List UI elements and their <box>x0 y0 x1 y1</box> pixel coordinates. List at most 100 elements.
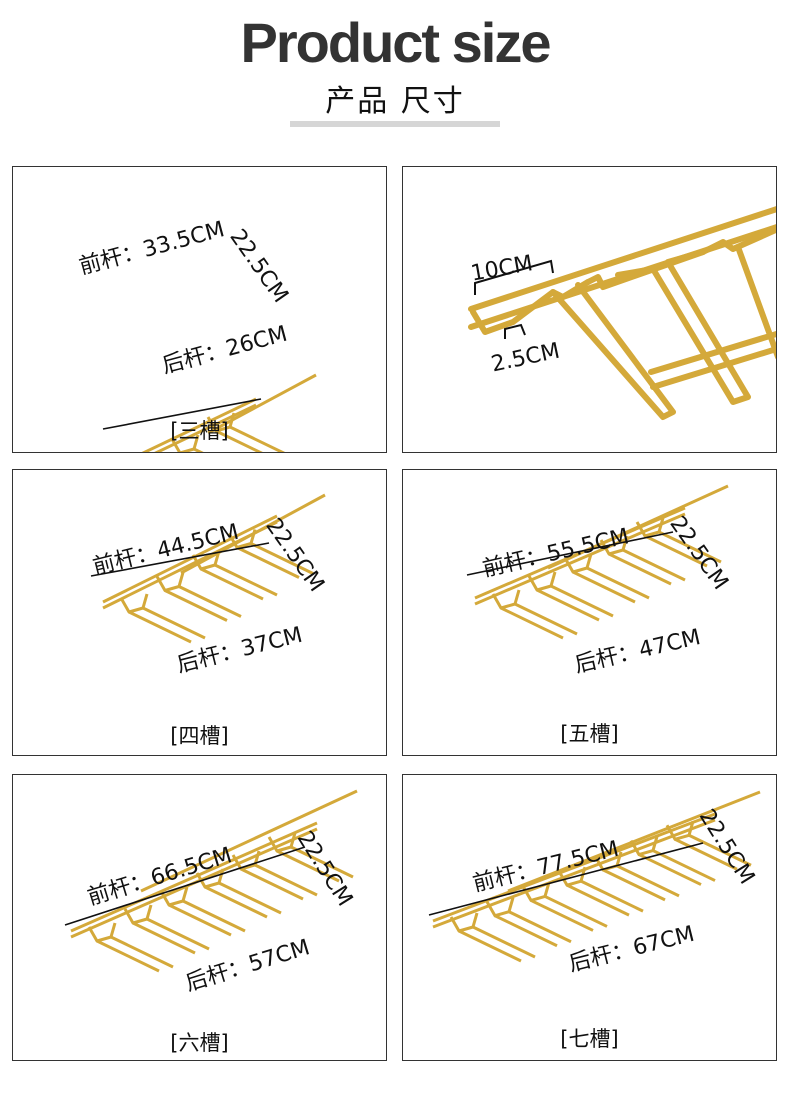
rack-slot-hook <box>159 886 189 907</box>
panel-caption: [六槽] <box>170 1031 229 1055</box>
rack-slot-hook <box>521 882 551 902</box>
rack-slot-arm <box>168 903 232 937</box>
rack-slot-arm <box>622 548 686 582</box>
rack-slot-hook <box>227 529 257 549</box>
rack-slot-arm <box>572 570 636 604</box>
rack-slot-arm <box>240 867 304 901</box>
rack-slot-arm <box>544 895 608 928</box>
rack-slot-hook <box>123 904 153 925</box>
rack-slot-hook <box>231 850 261 871</box>
rack-slot-arm <box>193 447 204 452</box>
rack-three-slot-illustration <box>102 373 317 452</box>
rack-slot-hook <box>665 820 695 841</box>
rack-slot-hook <box>119 593 149 614</box>
rack-slot-hook <box>563 553 593 574</box>
rack-wireframe <box>102 493 326 644</box>
panel-seven-slot: 前杆：77.5CM 22.5CM 后杆：67CM [七槽] <box>402 774 777 1061</box>
rack-slot-arm <box>290 845 354 879</box>
rack-seven-slot-illustration <box>428 790 761 963</box>
rack-slot-arm <box>132 921 196 955</box>
rack-slot-hook <box>155 572 185 592</box>
rack-front-rail <box>70 821 318 933</box>
rack-slot-arm <box>658 530 722 564</box>
rack-slot-arm <box>110 935 174 969</box>
rack-back-rail <box>140 789 358 893</box>
rack-slot-hook <box>87 922 117 943</box>
rack-slot-arm <box>96 939 160 973</box>
rack-front-rail <box>102 514 278 604</box>
rack-front-rail <box>474 512 686 606</box>
rack-slot-arm <box>536 588 600 622</box>
rack-back-rail <box>547 484 729 570</box>
rack-slot-arm <box>688 833 752 867</box>
panel-caption: [五槽] <box>560 722 619 746</box>
rack-back-rail <box>207 373 317 435</box>
dimension-line <box>102 398 262 430</box>
rack-slot-arm <box>550 584 614 618</box>
rack-slot-arm <box>580 879 644 913</box>
rack-slot-arm <box>236 546 300 579</box>
rack-slot-arm <box>616 864 680 898</box>
page-subtitle: 产品 尺寸 <box>325 84 465 119</box>
rack-slot-arm <box>164 589 228 622</box>
rack-slot-arm <box>229 425 286 452</box>
rack-back-rail <box>507 790 761 893</box>
rack-slot-arm <box>215 429 263 452</box>
rack-slot-arm <box>218 881 282 915</box>
rack-front-rail <box>141 397 257 452</box>
rack-wireframe <box>432 790 761 963</box>
panel-caption: [七槽] <box>560 1027 619 1051</box>
page-title: Product size <box>240 11 552 74</box>
rack-slot-arm <box>652 849 716 882</box>
rack-slot-arm <box>214 563 278 597</box>
rack-slot-hook <box>527 571 557 592</box>
rack-wireframe <box>474 484 729 640</box>
rack-slot-arm <box>254 863 318 897</box>
rack-slot-arm <box>128 610 192 644</box>
rack-slot-arm <box>458 929 522 963</box>
rack-slot-arm <box>674 837 738 871</box>
rack-slot-arm <box>472 925 536 959</box>
rack-slot-arm <box>182 899 246 933</box>
rack-slot-arm <box>508 910 572 944</box>
rack-slot-arm <box>530 899 594 932</box>
rack-five-slot-illustration <box>466 484 729 640</box>
dimension-line <box>90 542 270 577</box>
rack-front-rail <box>432 818 716 929</box>
rack-slot-arm <box>608 552 672 586</box>
panel-four-slot: 前杆：44.5CM 22.5CM 后杆：37CM [四槽] <box>12 469 387 756</box>
rack-slot-hook <box>170 434 200 452</box>
dimension-line <box>466 531 674 576</box>
rack-slot-arm <box>638 853 702 886</box>
rack-back-rail <box>180 493 326 575</box>
rack-slot-hook <box>629 836 659 857</box>
rack-slot-arm <box>602 868 666 902</box>
rack-slot-arm <box>204 885 268 919</box>
rack-front-rail <box>432 812 716 923</box>
panel-detail-closeup: 10CM 2.5CM <box>402 166 777 453</box>
rack-slot-hook <box>491 589 521 610</box>
rack-slot-arm <box>146 917 210 951</box>
panel-caption: [三槽] <box>170 419 229 443</box>
panel-six-slot: 前杆：66.5CM 22.5CM 后杆：57CM [六槽] <box>12 774 387 1061</box>
rack-slot-arm <box>200 567 264 601</box>
rack-slot-arm <box>644 534 708 568</box>
rack-slot-arm <box>586 566 650 600</box>
rack-four-slot-illustration <box>90 493 326 644</box>
rack-slot-arm <box>500 606 564 640</box>
panel-five-slot: 前杆：55.5CM 22.5CM 后杆：47CM [五槽] <box>402 469 777 756</box>
panel-three-slot: 前杆：33.5CM 22.5CM 后杆：26CM [三槽] <box>12 166 387 453</box>
rack-slot-hook <box>449 912 479 933</box>
rack-closeup-illustration <box>468 206 776 420</box>
rack-slot-hook <box>635 517 665 538</box>
rack-slot-hook <box>267 832 297 853</box>
rack-six-slot-illustration <box>64 789 358 973</box>
rack-slot-arm <box>514 602 578 636</box>
rack-slot-hook <box>191 550 221 571</box>
rack-wireframe <box>141 373 317 452</box>
rack-slot-arm <box>276 849 340 883</box>
rack-slot-arm <box>494 914 558 948</box>
dimension-line <box>428 842 704 916</box>
rack-slot-arm <box>178 585 242 618</box>
rack-slot-hook <box>485 897 515 918</box>
